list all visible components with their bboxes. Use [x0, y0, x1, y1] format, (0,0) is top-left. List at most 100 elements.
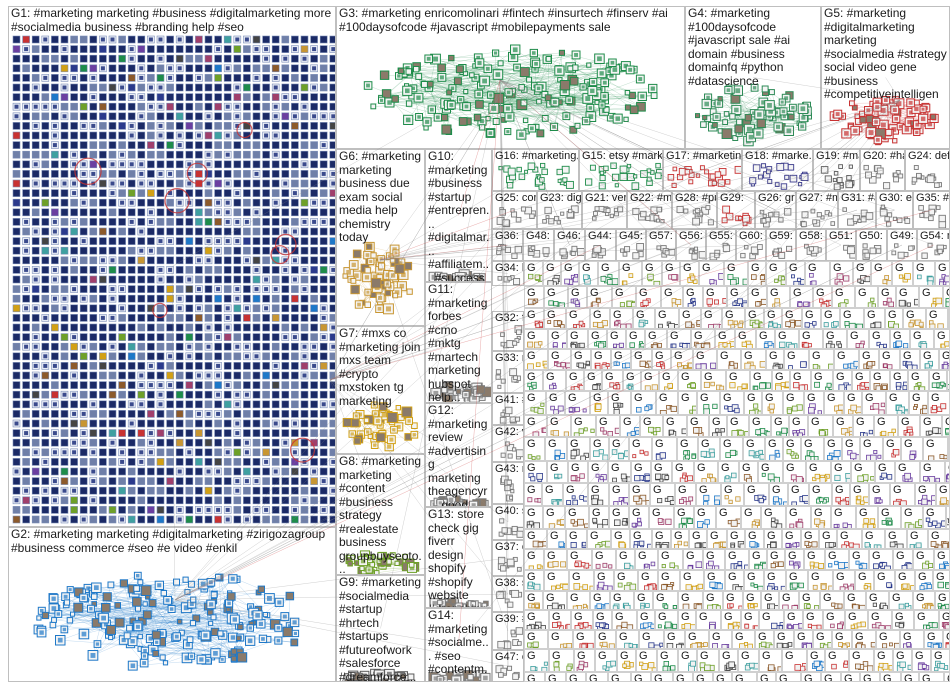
node-icon [946, 565, 950, 569]
micro-group-tile: G [626, 329, 645, 349]
node-icon [80, 353, 87, 360]
node-icon [138, 94, 145, 101]
node-icon [167, 257, 174, 264]
node-icon [593, 217, 597, 221]
node-icon [195, 209, 202, 216]
micro-group-label: G [937, 330, 948, 342]
node-icon [301, 410, 308, 417]
node-icon [320, 334, 327, 341]
node-icon [215, 506, 222, 513]
micro-group-label: G [767, 309, 780, 321]
node-icon [61, 142, 68, 149]
micro-group-label: G [816, 287, 830, 299]
node-icon [560, 520, 564, 525]
group-panel-g47: G47: cam... [492, 650, 524, 682]
micro-group-label: G [814, 371, 831, 383]
node-icon [243, 468, 250, 475]
node-icon [637, 244, 644, 251]
node-icon [864, 165, 868, 169]
node-icon [282, 314, 289, 321]
node-icon [119, 420, 126, 427]
micro-group-tile: G [862, 529, 885, 549]
node-icon [61, 161, 68, 168]
node-icon [702, 99, 711, 108]
node-icon [51, 410, 58, 417]
node-icon [224, 218, 231, 225]
micro-group-tile: G [942, 415, 950, 437]
node-icon [794, 383, 799, 388]
node-icon [42, 487, 49, 494]
micro-group-tile: G [718, 461, 739, 483]
node-icon [167, 420, 174, 427]
node-icon [564, 432, 568, 436]
node-icon [600, 171, 604, 175]
micro-group-tile: G [758, 461, 783, 483]
node-icon [205, 113, 212, 120]
node-icon [320, 142, 327, 149]
node-icon [205, 430, 212, 437]
micro-group-tile: G [548, 349, 571, 370]
node-icon [301, 324, 308, 331]
node-icon [119, 516, 126, 523]
micro-group-label: G [527, 350, 546, 362]
node-icon [71, 228, 78, 235]
node-icon [215, 295, 222, 302]
node-icon [601, 93, 608, 100]
node-icon [291, 65, 298, 72]
node-icon [243, 449, 250, 456]
node-icon [660, 453, 666, 459]
micro-group-tile: G [923, 437, 948, 461]
micro-group-tile: G [721, 483, 744, 506]
micro-group-label: G [865, 530, 883, 542]
node-icon [80, 84, 87, 91]
node-icon [784, 126, 793, 135]
node-icon [786, 544, 790, 548]
group-nodes-g1 [9, 7, 335, 526]
node-icon [769, 213, 773, 217]
node-icon [738, 323, 742, 327]
node-icon [574, 324, 577, 327]
node-icon [51, 122, 58, 129]
micro-group-label: G [568, 392, 588, 404]
node-icon [654, 432, 657, 435]
node-icon [811, 209, 815, 213]
micro-group-tile: G [663, 415, 687, 437]
node-icon [693, 410, 697, 414]
node-icon [920, 387, 925, 390]
node-icon [119, 478, 126, 485]
node-icon [167, 65, 174, 72]
node-icon [138, 55, 145, 62]
node-icon [13, 161, 20, 168]
group-panel-g8: G8: #marketing marketing #content #busin… [336, 454, 425, 575]
node-icon [893, 115, 900, 122]
node-icon [914, 166, 918, 170]
node-icon [621, 324, 627, 328]
micro-group-tile: G [524, 437, 545, 461]
node-icon [253, 314, 260, 321]
node-icon [790, 104, 797, 111]
node-icon [301, 238, 308, 245]
node-icon [330, 74, 335, 81]
node-icon [71, 506, 78, 513]
node-icon [571, 542, 576, 547]
node-icon [282, 478, 289, 485]
node-icon [311, 420, 318, 427]
node-icon [769, 404, 774, 409]
micro-group-tile: G [735, 329, 756, 349]
node-icon [422, 82, 428, 88]
micro-group-label: G [809, 462, 829, 474]
node-icon [215, 180, 222, 187]
node-icon [496, 375, 500, 379]
node-icon [119, 497, 126, 504]
node-icon [128, 103, 135, 110]
node-icon [669, 324, 675, 328]
node-icon [330, 209, 335, 216]
node-icon [263, 430, 270, 437]
node-icon [51, 439, 58, 446]
node-icon [531, 246, 535, 250]
micro-group-tile: G [808, 415, 833, 437]
node-icon [186, 266, 193, 273]
node-icon [195, 122, 202, 129]
node-icon [263, 613, 267, 617]
node-icon [51, 151, 58, 158]
